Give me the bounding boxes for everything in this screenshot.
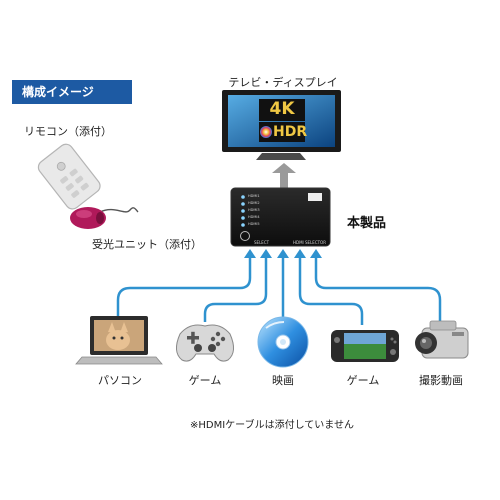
hdmi-selector-icon [230, 187, 331, 247]
tv-logo-hdr: HDR [273, 124, 308, 140]
selector-port-4: HDMI4 [248, 215, 260, 219]
selector-select-text: SELECT [254, 240, 270, 245]
selector-port-1: HDMI1 [248, 194, 260, 198]
header-badge: 構成イメージ [12, 80, 132, 104]
selector-port-5: HDMI5 [248, 222, 260, 226]
tv-label: テレビ・ディスプレイ [228, 76, 338, 89]
cable-arrowheads [244, 249, 322, 258]
hdmi-cables [116, 256, 442, 325]
tv-logo-4k: 4K [269, 99, 295, 119]
ir-receiver-icon [70, 207, 139, 229]
device-label-laptop: パソコン [98, 374, 142, 387]
footnote: ※HDMIケーブルは添付していません [190, 420, 354, 431]
gamepad-icon [176, 324, 234, 362]
disc-icon [257, 316, 309, 368]
product-label: 本製品 [347, 216, 387, 231]
selector-model-text: HDMI SELECTOR [293, 240, 326, 245]
selector-port-3: HDMI3 [248, 208, 260, 212]
receiver-label: 受光ユニット（添付） [92, 238, 202, 251]
tv-icon [222, 90, 341, 160]
selector-port-2: HDMI2 [248, 201, 260, 205]
device-label-movie: 映画 [272, 374, 294, 387]
handheld-console-icon [331, 330, 399, 362]
laptop-icon [75, 316, 163, 365]
remote-label: リモコン（添付） [24, 125, 112, 138]
device-label-gamepad: ゲーム [188, 374, 222, 387]
device-label-handheld: ゲーム [346, 374, 380, 387]
output-arrow [272, 163, 296, 188]
remote-icon [37, 143, 101, 210]
camcorder-icon [415, 320, 469, 359]
device-label-camcorder: 撮影動画 [419, 374, 463, 387]
